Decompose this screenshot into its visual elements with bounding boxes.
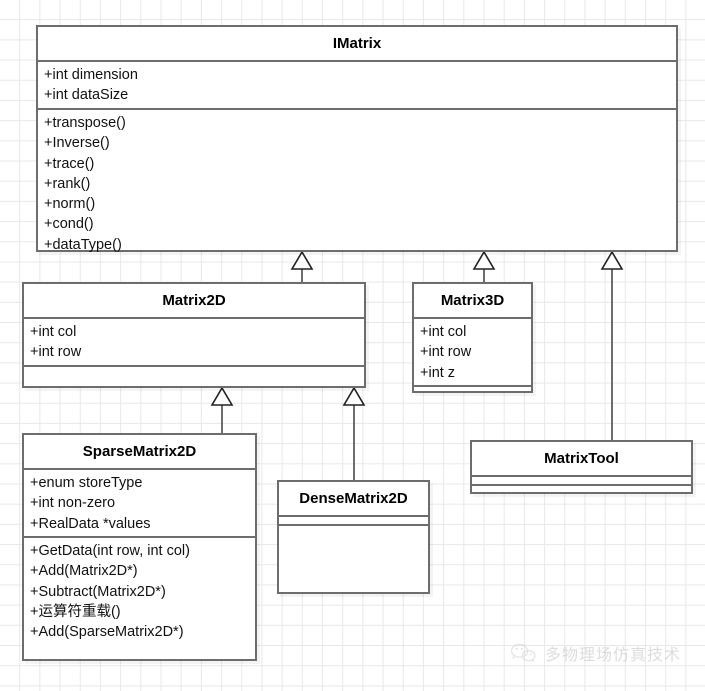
- method-row: +transpose(): [44, 115, 126, 131]
- method-row: +GetData(int row, int col): [30, 543, 190, 559]
- attribute-row: +enum storeType: [30, 475, 143, 491]
- method-row: +Add(Matrix2D*): [30, 563, 138, 580]
- class-box-imatrix[interactable]: IMatrix +int dimension +int dataSize +tr…: [36, 25, 678, 253]
- class-title-matrix3d: Matrix3D: [414, 284, 531, 319]
- generalization-arrow-matrix2d-imatrix: [290, 250, 314, 275]
- generalization-line-matrixtool-imatrix: [611, 268, 613, 442]
- class-box-matrix2d[interactable]: Matrix2D +int col +int row: [22, 282, 366, 388]
- class-box-densematrix2d[interactable]: DenseMatrix2D: [277, 480, 430, 594]
- generalization-arrow-matrixtool-imatrix: [600, 250, 624, 275]
- attribute-row: +RealData *values: [30, 515, 151, 532]
- class-attributes-matrixtool: [472, 477, 691, 486]
- class-attributes-matrix2d: +int col +int row: [24, 319, 364, 367]
- attribute-row: +int row: [30, 344, 82, 361]
- class-box-matrix3d[interactable]: Matrix3D +int col +int row +int z: [412, 282, 533, 393]
- class-attributes-matrix3d: +int col +int row +int z: [414, 319, 531, 387]
- class-title-imatrix: IMatrix: [38, 27, 676, 62]
- attribute-row: +int non-zero: [30, 495, 116, 512]
- class-box-sparsematrix2d[interactable]: SparseMatrix2D +enum storeType +int non-…: [22, 433, 257, 661]
- attribute-row: +int z: [420, 364, 456, 381]
- class-title-sparsematrix2d: SparseMatrix2D: [24, 435, 255, 470]
- attribute-row: +int col: [30, 324, 77, 340]
- wechat-logo-icon: [510, 642, 536, 664]
- watermark-text: 多物理场仿真技术: [545, 645, 682, 664]
- generalization-arrow-sparsematrix2d-matrix2d: [210, 386, 234, 411]
- method-row: +Inverse(): [44, 135, 110, 152]
- class-title-matrix2d: Matrix2D: [24, 284, 364, 319]
- method-row: +Subtract(Matrix2D*): [30, 583, 166, 600]
- method-row: +norm(): [44, 196, 96, 213]
- generalization-arrow-densematrix2d-matrix2d: [342, 386, 366, 411]
- watermark: 多物理场仿真技术: [510, 641, 681, 665]
- class-attributes-densematrix2d: [279, 517, 428, 526]
- class-box-matrixtool[interactable]: MatrixTool: [470, 440, 693, 494]
- method-row: +运算符重载(): [30, 603, 121, 620]
- generalization-line-sparsematrix2d-matrix2d: [221, 404, 223, 435]
- generalization-line-matrix3d-imatrix: [483, 268, 485, 284]
- attribute-row: +int col: [420, 324, 467, 340]
- class-attributes-sparsematrix2d: +enum storeType +int non-zero +RealData …: [24, 470, 255, 538]
- method-row: +dataType(): [44, 236, 122, 253]
- class-title-matrixtool: MatrixTool: [472, 442, 691, 477]
- attribute-row: +int dataSize: [44, 87, 129, 104]
- generalization-line-matrix2d-imatrix: [301, 268, 303, 284]
- generalization-line-densematrix2d-matrix2d: [353, 404, 355, 482]
- method-row: +rank(): [44, 175, 91, 192]
- attribute-row: +int row: [420, 344, 472, 361]
- class-methods-imatrix: +transpose() +Inverse() +trace() +rank()…: [38, 110, 676, 259]
- attribute-row: +int dimension: [44, 67, 138, 83]
- class-title-densematrix2d: DenseMatrix2D: [279, 482, 428, 517]
- generalization-arrow-matrix3d-imatrix: [472, 250, 496, 275]
- method-row: +Add(SparseMatrix2D*): [30, 624, 184, 641]
- class-attributes-imatrix: +int dimension +int dataSize: [38, 62, 676, 110]
- method-row: +cond(): [44, 216, 94, 233]
- method-row: +trace(): [44, 155, 95, 172]
- class-methods-sparsematrix2d: +GetData(int row, int col) +Add(Matrix2D…: [24, 538, 255, 646]
